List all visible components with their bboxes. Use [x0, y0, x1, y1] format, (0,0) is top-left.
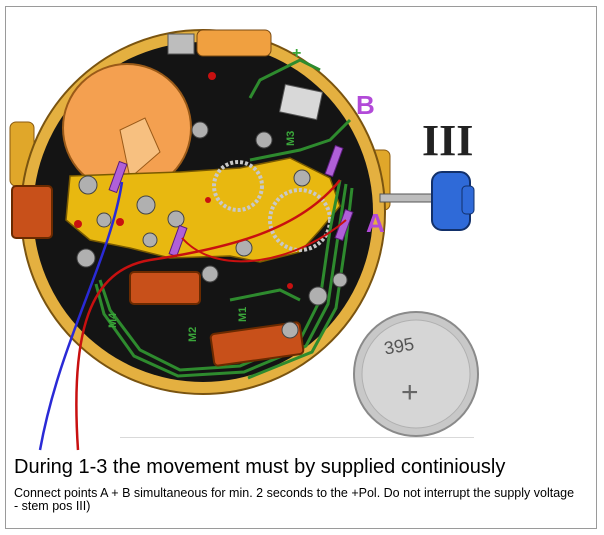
coil: [129, 271, 201, 305]
shield-plate: [278, 83, 324, 121]
loose-battery-face: [361, 319, 471, 429]
gear-wheel: [212, 160, 264, 212]
point-a-label: A: [366, 208, 385, 238]
battery-polarity: +: [401, 376, 419, 409]
red-wire: [181, 219, 347, 263]
stem-position-label: III: [422, 116, 473, 165]
motor-label-m2: M2: [187, 327, 199, 342]
instruction-body: Connect points A + B simultaneous for mi…: [14, 486, 575, 513]
motor-label-m1: M1: [237, 307, 249, 322]
crown-knurl: [461, 185, 475, 215]
motor-label-m4: M4: [107, 312, 119, 328]
red-wire: [75, 179, 341, 451]
instruction-heading: During 1-3 the movement must by supplied…: [14, 456, 506, 478]
coil: [209, 321, 305, 367]
jewels: [74, 72, 293, 289]
motor-label-m3: M3: [285, 131, 297, 146]
board-plus-label: +: [292, 45, 301, 62]
setting-stem: [379, 193, 437, 203]
gear-wheel: [268, 188, 332, 252]
point-b-label: B: [356, 90, 375, 120]
blue-wire: [38, 181, 124, 451]
watch-movement-illustration: B A III + M3 M1 M2 M4 395 +: [9, 29, 479, 451]
screws: [76, 121, 348, 339]
divider: [120, 437, 474, 438]
coil: [11, 185, 53, 239]
battery-clip: [119, 117, 161, 179]
top-plate: [167, 33, 195, 55]
quartz-crystal: [196, 29, 272, 57]
